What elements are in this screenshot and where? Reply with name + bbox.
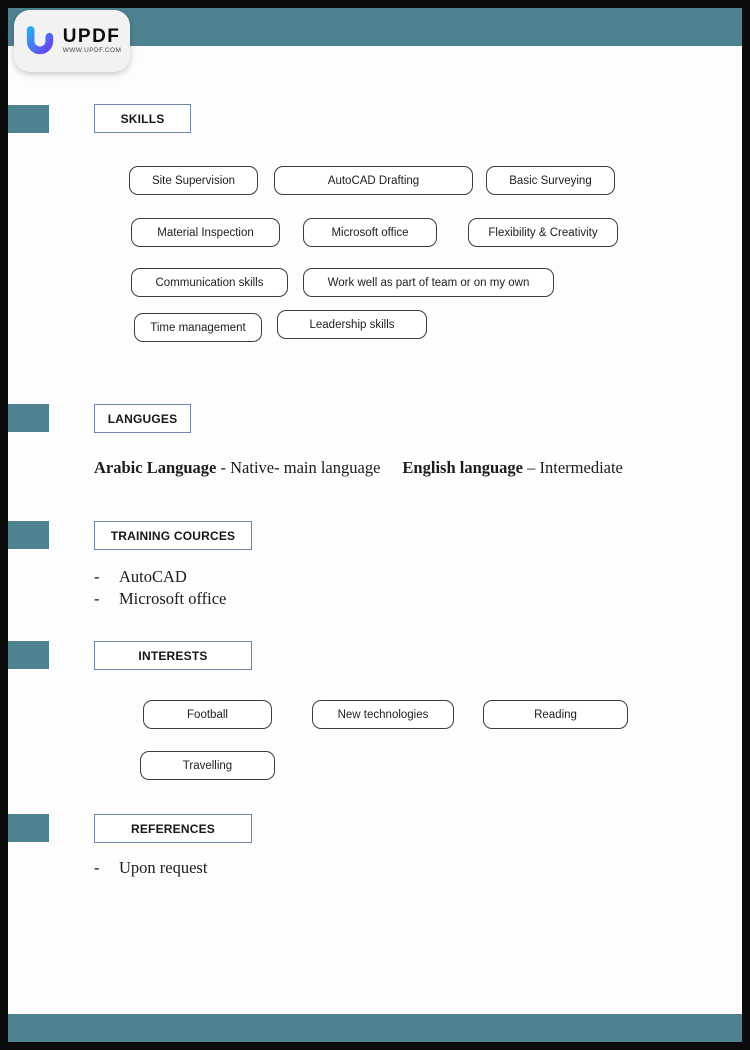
skill-pill: Time management xyxy=(134,313,262,342)
training-title: TRAINING COURCES xyxy=(110,528,236,543)
skill-label: Leadership skills xyxy=(309,318,395,331)
arabic-language-desc: - Native- main language xyxy=(216,458,381,477)
bottom-accent-band xyxy=(8,1014,742,1042)
interest-pill: New technologies xyxy=(312,700,454,729)
languages-line: Arabic Language - Native- main language E… xyxy=(94,458,623,478)
skill-pill: Material Inspection xyxy=(131,218,280,247)
interest-pill: Reading xyxy=(483,700,628,729)
arabic-language-name: Arabic Language xyxy=(94,458,217,477)
list-label: Upon request xyxy=(119,858,208,877)
list-item: - Microsoft office xyxy=(94,588,226,610)
interest-pill: Football xyxy=(143,700,272,729)
skill-label: Flexibility & Creativity xyxy=(488,226,598,239)
skill-pill: Flexibility & Creativity xyxy=(468,218,618,247)
list-bullet: - xyxy=(94,589,100,608)
training-list: - AutoCAD - Microsoft office xyxy=(94,566,226,610)
top-accent-band xyxy=(8,8,742,46)
skill-pill: Communication skills xyxy=(131,268,288,297)
skill-pill: Microsoft office xyxy=(303,218,437,247)
updf-logo-url: WWW.UPDF.COM xyxy=(62,47,122,55)
interests-heading-box: INTERESTS xyxy=(94,641,252,670)
list-label: AutoCAD xyxy=(119,567,187,586)
skill-label: Work well as part of team or on my own xyxy=(327,276,530,289)
skill-label: Site Supervision xyxy=(151,174,236,187)
skill-label: Basic Surveying xyxy=(509,174,592,187)
skill-label: Microsoft office xyxy=(331,226,409,239)
list-item: - AutoCAD xyxy=(94,566,226,588)
references-title: REFERENCES xyxy=(130,821,215,836)
section-marker-skills xyxy=(8,105,49,133)
list-item: - Upon request xyxy=(94,857,207,879)
interest-label: New technologies xyxy=(337,708,429,721)
skill-label: AutoCAD Drafting xyxy=(327,174,420,187)
interest-label: Reading xyxy=(534,708,577,721)
skills-title: SKILLS xyxy=(120,111,165,126)
updf-watermark: UPDF WWW.UPDF.COM xyxy=(14,10,130,72)
english-language-desc: – Intermediate xyxy=(523,458,623,477)
list-bullet: - xyxy=(94,858,100,877)
skill-pill: Leadership skills xyxy=(277,310,427,339)
skill-pill: AutoCAD Drafting xyxy=(274,166,473,195)
interest-label: Travelling xyxy=(182,759,233,772)
interests-title: INTERESTS xyxy=(138,648,208,663)
list-label: Microsoft office xyxy=(119,589,227,608)
interest-pill: Travelling xyxy=(140,751,275,780)
updf-logo-icon xyxy=(26,26,53,55)
skill-label: Communication skills xyxy=(155,276,264,289)
skill-pill: Basic Surveying xyxy=(486,166,615,195)
cv-page: UPDF WWW.UPDF.COM SKILLS Site Supervisio… xyxy=(8,8,742,1042)
training-heading-box: TRAINING COURCES xyxy=(94,521,252,550)
references-list: - Upon request xyxy=(94,857,207,879)
languages-title: LANGUGES xyxy=(107,411,178,426)
skill-pill: Work well as part of team or on my own xyxy=(303,268,554,297)
english-language-name: English language xyxy=(402,458,524,477)
references-heading-box: REFERENCES xyxy=(94,814,252,843)
updf-logo-text: UPDF xyxy=(62,26,121,48)
interest-label: Football xyxy=(187,708,228,721)
skill-label: Time management xyxy=(150,321,246,334)
skill-label: Material Inspection xyxy=(157,226,254,239)
section-marker-training xyxy=(8,521,49,549)
section-marker-interests xyxy=(8,641,49,669)
section-marker-languages xyxy=(8,404,49,432)
skills-heading-box: SKILLS xyxy=(94,104,191,133)
list-bullet: - xyxy=(94,567,100,586)
skill-pill: Site Supervision xyxy=(129,166,258,195)
section-marker-references xyxy=(8,814,49,842)
languages-heading-box: LANGUGES xyxy=(94,404,191,433)
